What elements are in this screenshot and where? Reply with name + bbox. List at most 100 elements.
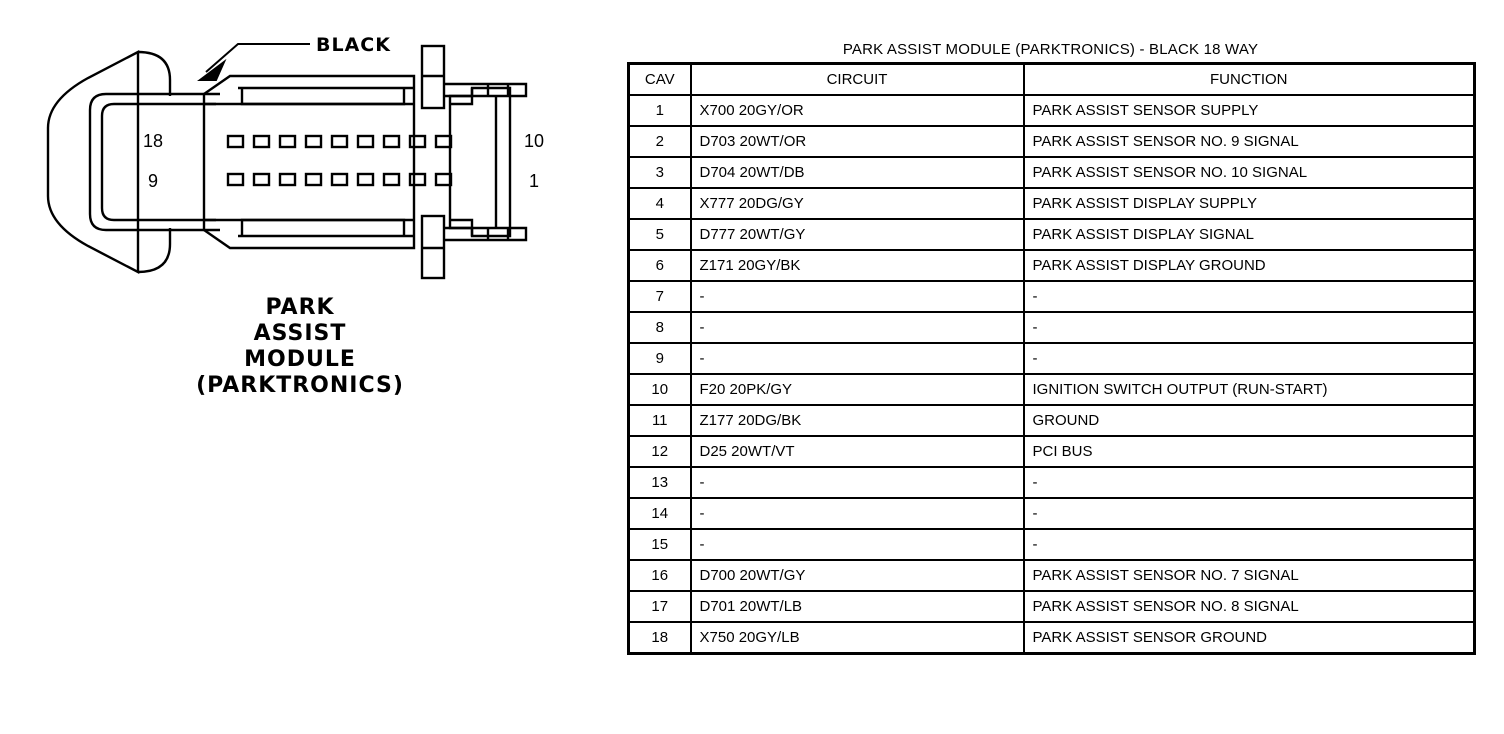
connector-lower-flange-inner	[240, 218, 406, 236]
cell-circuit: D703 20WT/OR	[689, 125, 1025, 158]
cell-function: PARK ASSIST DISPLAY SIGNAL	[1022, 218, 1476, 251]
cell-cav: 16	[627, 559, 692, 592]
caption-line-3: MODULE	[244, 347, 356, 372]
cell-function: -	[1022, 497, 1476, 530]
pin-label-10: 10	[524, 131, 544, 151]
connector-shell-outer	[88, 92, 220, 232]
cavity-square	[278, 134, 297, 149]
cell-circuit: -	[689, 528, 1025, 561]
cell-function: PCI BUS	[1022, 435, 1476, 468]
connector-caption: PARK ASSIST MODULE (PARKTRONICS)	[0, 295, 600, 399]
cell-cav: 18	[627, 621, 692, 655]
cavity-square	[382, 172, 401, 187]
cell-function: PARK ASSIST DISPLAY SUPPLY	[1022, 187, 1476, 220]
connector-latch-inner-top	[450, 88, 474, 106]
cell-circuit: D777 20WT/GY	[689, 218, 1025, 251]
cell-cav: 12	[627, 435, 692, 468]
cell-cav: 2	[627, 125, 692, 158]
table-row: 9--	[627, 342, 1476, 375]
cavity-square	[252, 134, 271, 149]
table-row: 7--	[627, 280, 1476, 313]
connector-latch-inner-bottom	[450, 218, 474, 236]
connector-boot-bottom-bump	[137, 228, 172, 274]
connector-boot-outline	[46, 50, 140, 274]
cavity-square	[434, 172, 453, 187]
cell-circuit: D704 20WT/DB	[689, 156, 1025, 189]
cavity-square	[330, 172, 349, 187]
cell-cav: 4	[627, 187, 692, 220]
cell-circuit: D25 20WT/VT	[689, 435, 1025, 468]
cavity-row-bottom	[226, 172, 453, 187]
cell-function: -	[1022, 466, 1476, 499]
cell-circuit: -	[689, 497, 1025, 530]
cell-function: -	[1022, 528, 1476, 561]
cell-cav: 10	[627, 373, 692, 406]
connector-drawing: BLACK 18 9 10 1	[46, 34, 544, 280]
cell-cav: 8	[627, 311, 692, 344]
cavity-square	[304, 134, 323, 149]
cell-cav: 9	[627, 342, 692, 375]
connector-body-outline	[202, 74, 416, 250]
black-label-leader-line	[205, 43, 310, 73]
caption-line-4: (PARKTRONICS)	[196, 373, 404, 398]
cell-circuit: -	[689, 466, 1025, 499]
cell-cav: 13	[627, 466, 692, 499]
cavity-square	[356, 172, 375, 187]
cell-cav: 11	[627, 404, 692, 437]
connector-shell-inner	[100, 102, 216, 222]
cell-cav: 15	[627, 528, 692, 561]
cell-function: -	[1022, 280, 1476, 313]
pin-label-1: 1	[529, 171, 539, 191]
cell-function: -	[1022, 342, 1476, 375]
cell-cav: 1	[627, 94, 692, 127]
connector-upper-flange-inner	[240, 88, 406, 106]
cavity-square	[278, 172, 297, 187]
cavity-square	[408, 134, 427, 149]
cell-circuit: D701 20WT/LB	[689, 590, 1025, 623]
black-label-arrowhead	[197, 58, 227, 81]
connector-latch-arm-top	[444, 82, 528, 98]
cell-cav: 3	[627, 156, 692, 189]
wire-color-label: BLACK	[316, 34, 391, 56]
table-row: 8--	[627, 311, 1476, 344]
column-header-function: FUNCTION	[1022, 62, 1476, 96]
cavity-square	[434, 134, 453, 149]
cell-function: -	[1022, 311, 1476, 344]
cell-circuit: -	[689, 311, 1025, 344]
cavity-square	[408, 172, 427, 187]
table-title: PARK ASSIST MODULE (PARKTRONICS) - BLACK…	[842, 41, 1259, 58]
cell-circuit: X700 20GY/OR	[689, 94, 1025, 127]
cavity-square	[252, 172, 271, 187]
cavity-square	[382, 134, 401, 149]
column-header-cav: CAV	[627, 62, 692, 96]
cell-circuit: Z171 20GY/BK	[689, 249, 1025, 282]
cell-circuit: X777 20DG/GY	[689, 187, 1025, 220]
cell-circuit: Z177 20DG/BK	[689, 404, 1025, 437]
cell-function: PARK ASSIST SENSOR SUPPLY	[1022, 94, 1476, 127]
connector-figure: BLACK 18 9 10 1 PARK ASSIST MODULE (PARK…	[0, 0, 600, 734]
cavity-square	[226, 134, 245, 149]
column-header-circuit: CIRCUIT	[689, 62, 1025, 96]
cavity-square	[304, 172, 323, 187]
cell-function: PARK ASSIST SENSOR NO. 8 SIGNAL	[1022, 590, 1476, 623]
connector-boot-top-bump	[137, 50, 172, 96]
cavity-square	[356, 134, 375, 149]
cell-cav: 14	[627, 497, 692, 530]
pin-label-18: 18	[143, 131, 163, 151]
cell-function: IGNITION SWITCH OUTPUT (RUN-START)	[1022, 373, 1476, 406]
cell-circuit: -	[689, 342, 1025, 375]
table-header-row: CAV CIRCUIT FUNCTION	[627, 62, 1476, 96]
cavity-row-top	[226, 134, 453, 149]
